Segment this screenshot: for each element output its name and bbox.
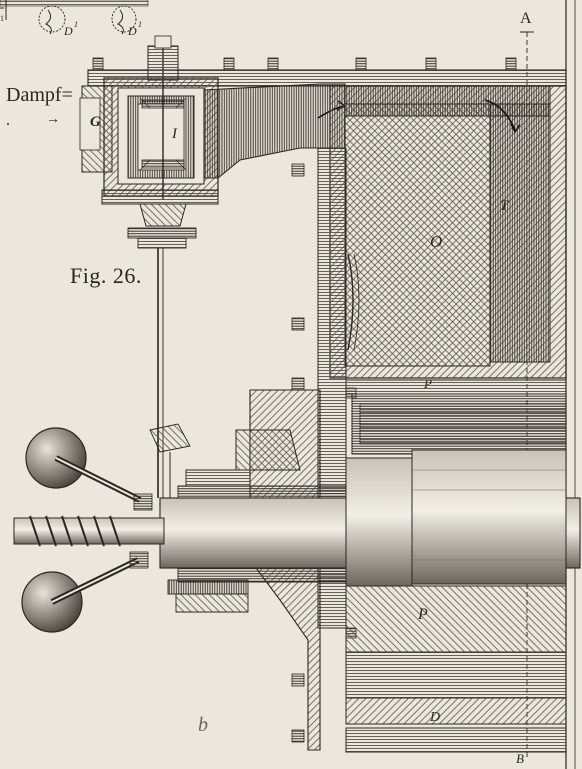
dampf-label: Dampf= <box>6 84 73 106</box>
label-g: G <box>90 114 101 130</box>
axis-label-a: A <box>520 10 532 27</box>
label-p-top: P <box>424 376 432 391</box>
label-o: O <box>430 232 443 251</box>
inlet-arrow: → <box>46 112 60 127</box>
label-d1-right-sup: 1 <box>138 20 142 29</box>
label-i: I <box>172 126 177 142</box>
governor <box>21 427 153 633</box>
worm-screw <box>13 515 165 547</box>
label-b-small: b <box>198 714 208 736</box>
dot-mark: . <box>6 112 10 129</box>
axis-label-b: B <box>516 751 524 766</box>
label-d-bottom: D <box>430 710 441 725</box>
label-d1-left: D <box>64 24 73 38</box>
edge-mark: 1 <box>0 14 4 23</box>
label-t: T <box>500 198 509 214</box>
label-d1-left-sup: 1 <box>74 20 78 29</box>
top-corner-fragments <box>0 0 149 35</box>
fig-label: Fig. 26. <box>70 263 142 288</box>
label-p-mid: P <box>418 606 428 623</box>
label-d1-right: D <box>128 24 137 38</box>
